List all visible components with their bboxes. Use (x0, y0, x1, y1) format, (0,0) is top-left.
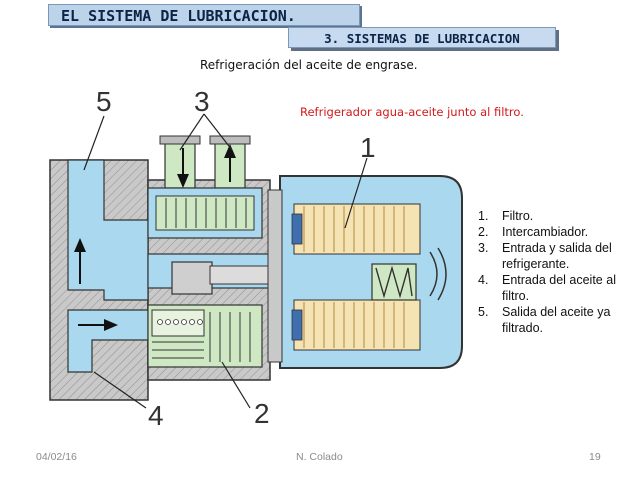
callout-5: 5 (96, 86, 112, 117)
oil-filter-canister (267, 175, 463, 369)
diagram-caption: Refrigerador agua-aceite junto al filtro… (300, 105, 524, 119)
heat-exchanger-upper (147, 187, 263, 239)
legend-item: 1. Filtro. (478, 208, 628, 224)
legend-number: 2. (478, 225, 489, 239)
section-banner: 3. SISTEMAS DE LUBRICACION (288, 27, 556, 48)
legend-number: 5. (478, 305, 489, 319)
legend-number: 1. (478, 209, 489, 223)
heat-exchanger-lower (147, 304, 263, 368)
footer-page-number: 19 (589, 451, 601, 463)
callout-4: 4 (148, 400, 164, 431)
footer-author: N. Colado (296, 451, 343, 463)
legend-item: 3. Entrada y salida del refrigerante. (478, 240, 628, 272)
bypass-spring (371, 247, 447, 301)
footer-date: 04/02/16 (36, 451, 77, 463)
callout-2: 2 (254, 398, 270, 429)
callout-1: 1 (360, 132, 376, 163)
leader-lines (83, 113, 368, 409)
legend-item: 5. Salida del aceite ya filtrado. (478, 304, 628, 336)
slide-title: EL SISTEMA DE LUBRICACION. (48, 4, 360, 26)
legend-number: 4. (478, 273, 489, 287)
legend-item: 2. Intercambiador. (478, 224, 628, 240)
legend-text: Entrada y salida del refrigerante. (502, 241, 612, 271)
callout-3: 3 (194, 86, 210, 117)
legend-item: 4. Entrada del aceite al filtro. (478, 272, 628, 304)
legend-text: Intercambiador. (502, 225, 589, 239)
legend-list: 1. Filtro. 2. Intercambiador. 3. Entrada y … (478, 208, 628, 336)
flow-arrows (74, 144, 236, 331)
legend-text: Salida del aceite ya filtrado. (502, 305, 611, 335)
legend-number: 3. (478, 241, 489, 255)
legend-text: Entrada del aceite al filtro. (502, 273, 616, 303)
diagram-subtitle: Refrigeración del aceite de engrase. (200, 58, 418, 72)
legend-text: Filtro. (502, 209, 534, 223)
oil-outlet-channel (67, 159, 149, 301)
